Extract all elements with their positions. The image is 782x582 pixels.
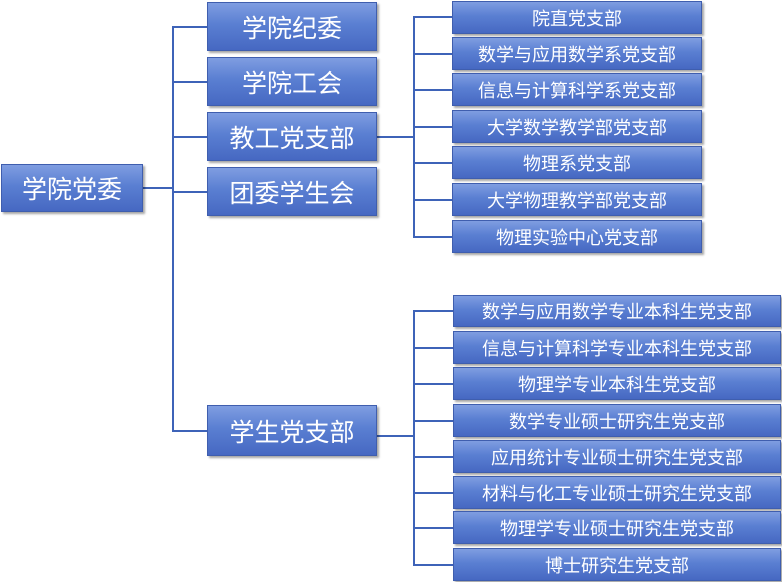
node-faculty-branch-2: 数学与应用数学系党支部 (452, 37, 702, 70)
node-faculty-branch-3: 信息与计算科学系党支部 (452, 73, 702, 106)
connector-student-child-1 (413, 310, 453, 312)
connector-student-child-3 (413, 383, 453, 385)
connector-to-student-branch (172, 430, 207, 432)
node-faculty-branch-4: 大学数学教学部党支部 (452, 110, 702, 143)
connector-trunk-vertical (172, 26, 174, 431)
connector-to-faculty (172, 136, 207, 138)
connector-faculty-child-6 (413, 199, 452, 201)
node-labor-union: 学院工会 (207, 57, 377, 106)
connector-to-youth-league (172, 191, 207, 193)
node-student-branch-8: 博士研究生党支部 (453, 548, 781, 581)
node-discipline-committee: 学院纪委 (207, 2, 377, 51)
connector-student-child-4 (413, 420, 453, 422)
connector-faculty-out (377, 136, 415, 138)
connector-student-child-2 (413, 347, 453, 349)
node-student-branch-7: 物理学专业硕士研究生党支部 (453, 511, 781, 544)
connector-student-out (377, 435, 415, 437)
node-student-branch-5: 应用统计专业硕士研究生党支部 (453, 440, 781, 473)
node-college-party-committee: 学院党委 (1, 164, 143, 212)
node-student-branch-6: 材料与化工专业硕士研究生党支部 (453, 476, 781, 509)
connector-faculty-child-7 (413, 236, 452, 238)
node-faculty-branch-5: 物理系党支部 (452, 146, 702, 179)
connector-faculty-child-3 (413, 89, 452, 91)
connector-to-discipline (172, 26, 207, 28)
connector-faculty-child-4 (413, 126, 452, 128)
connector-student-child-5 (413, 456, 453, 458)
connector-student-child-8 (413, 564, 453, 566)
node-faculty-branch-6: 大学物理教学部党支部 (452, 183, 702, 216)
node-student-branch-4: 数学专业硕士研究生党支部 (453, 404, 781, 437)
connector-faculty-child-1 (413, 16, 452, 18)
connector-student-child-7 (413, 527, 453, 529)
node-student-branch-3: 物理学专业本科生党支部 (453, 367, 781, 400)
connector-faculty-child-2 (413, 53, 452, 55)
node-faculty-party-branch: 教工党支部 (207, 112, 377, 161)
connector-faculty-child-5 (413, 162, 452, 164)
node-student-branch-1: 数学与应用数学专业本科生党支部 (453, 295, 781, 327)
connector-student-bus (413, 310, 415, 565)
node-faculty-branch-1: 院直党支部 (452, 1, 702, 34)
connector-root-to-trunk (143, 187, 173, 189)
node-youth-league-student-union: 团委学生会 (207, 167, 377, 216)
node-faculty-branch-7: 物理实验中心党支部 (452, 220, 702, 253)
connector-student-child-6 (413, 492, 453, 494)
connector-to-union (172, 81, 207, 83)
node-student-party-branch: 学生党支部 (207, 405, 377, 456)
node-student-branch-2: 信息与计算科学专业本科生党支部 (453, 331, 781, 364)
